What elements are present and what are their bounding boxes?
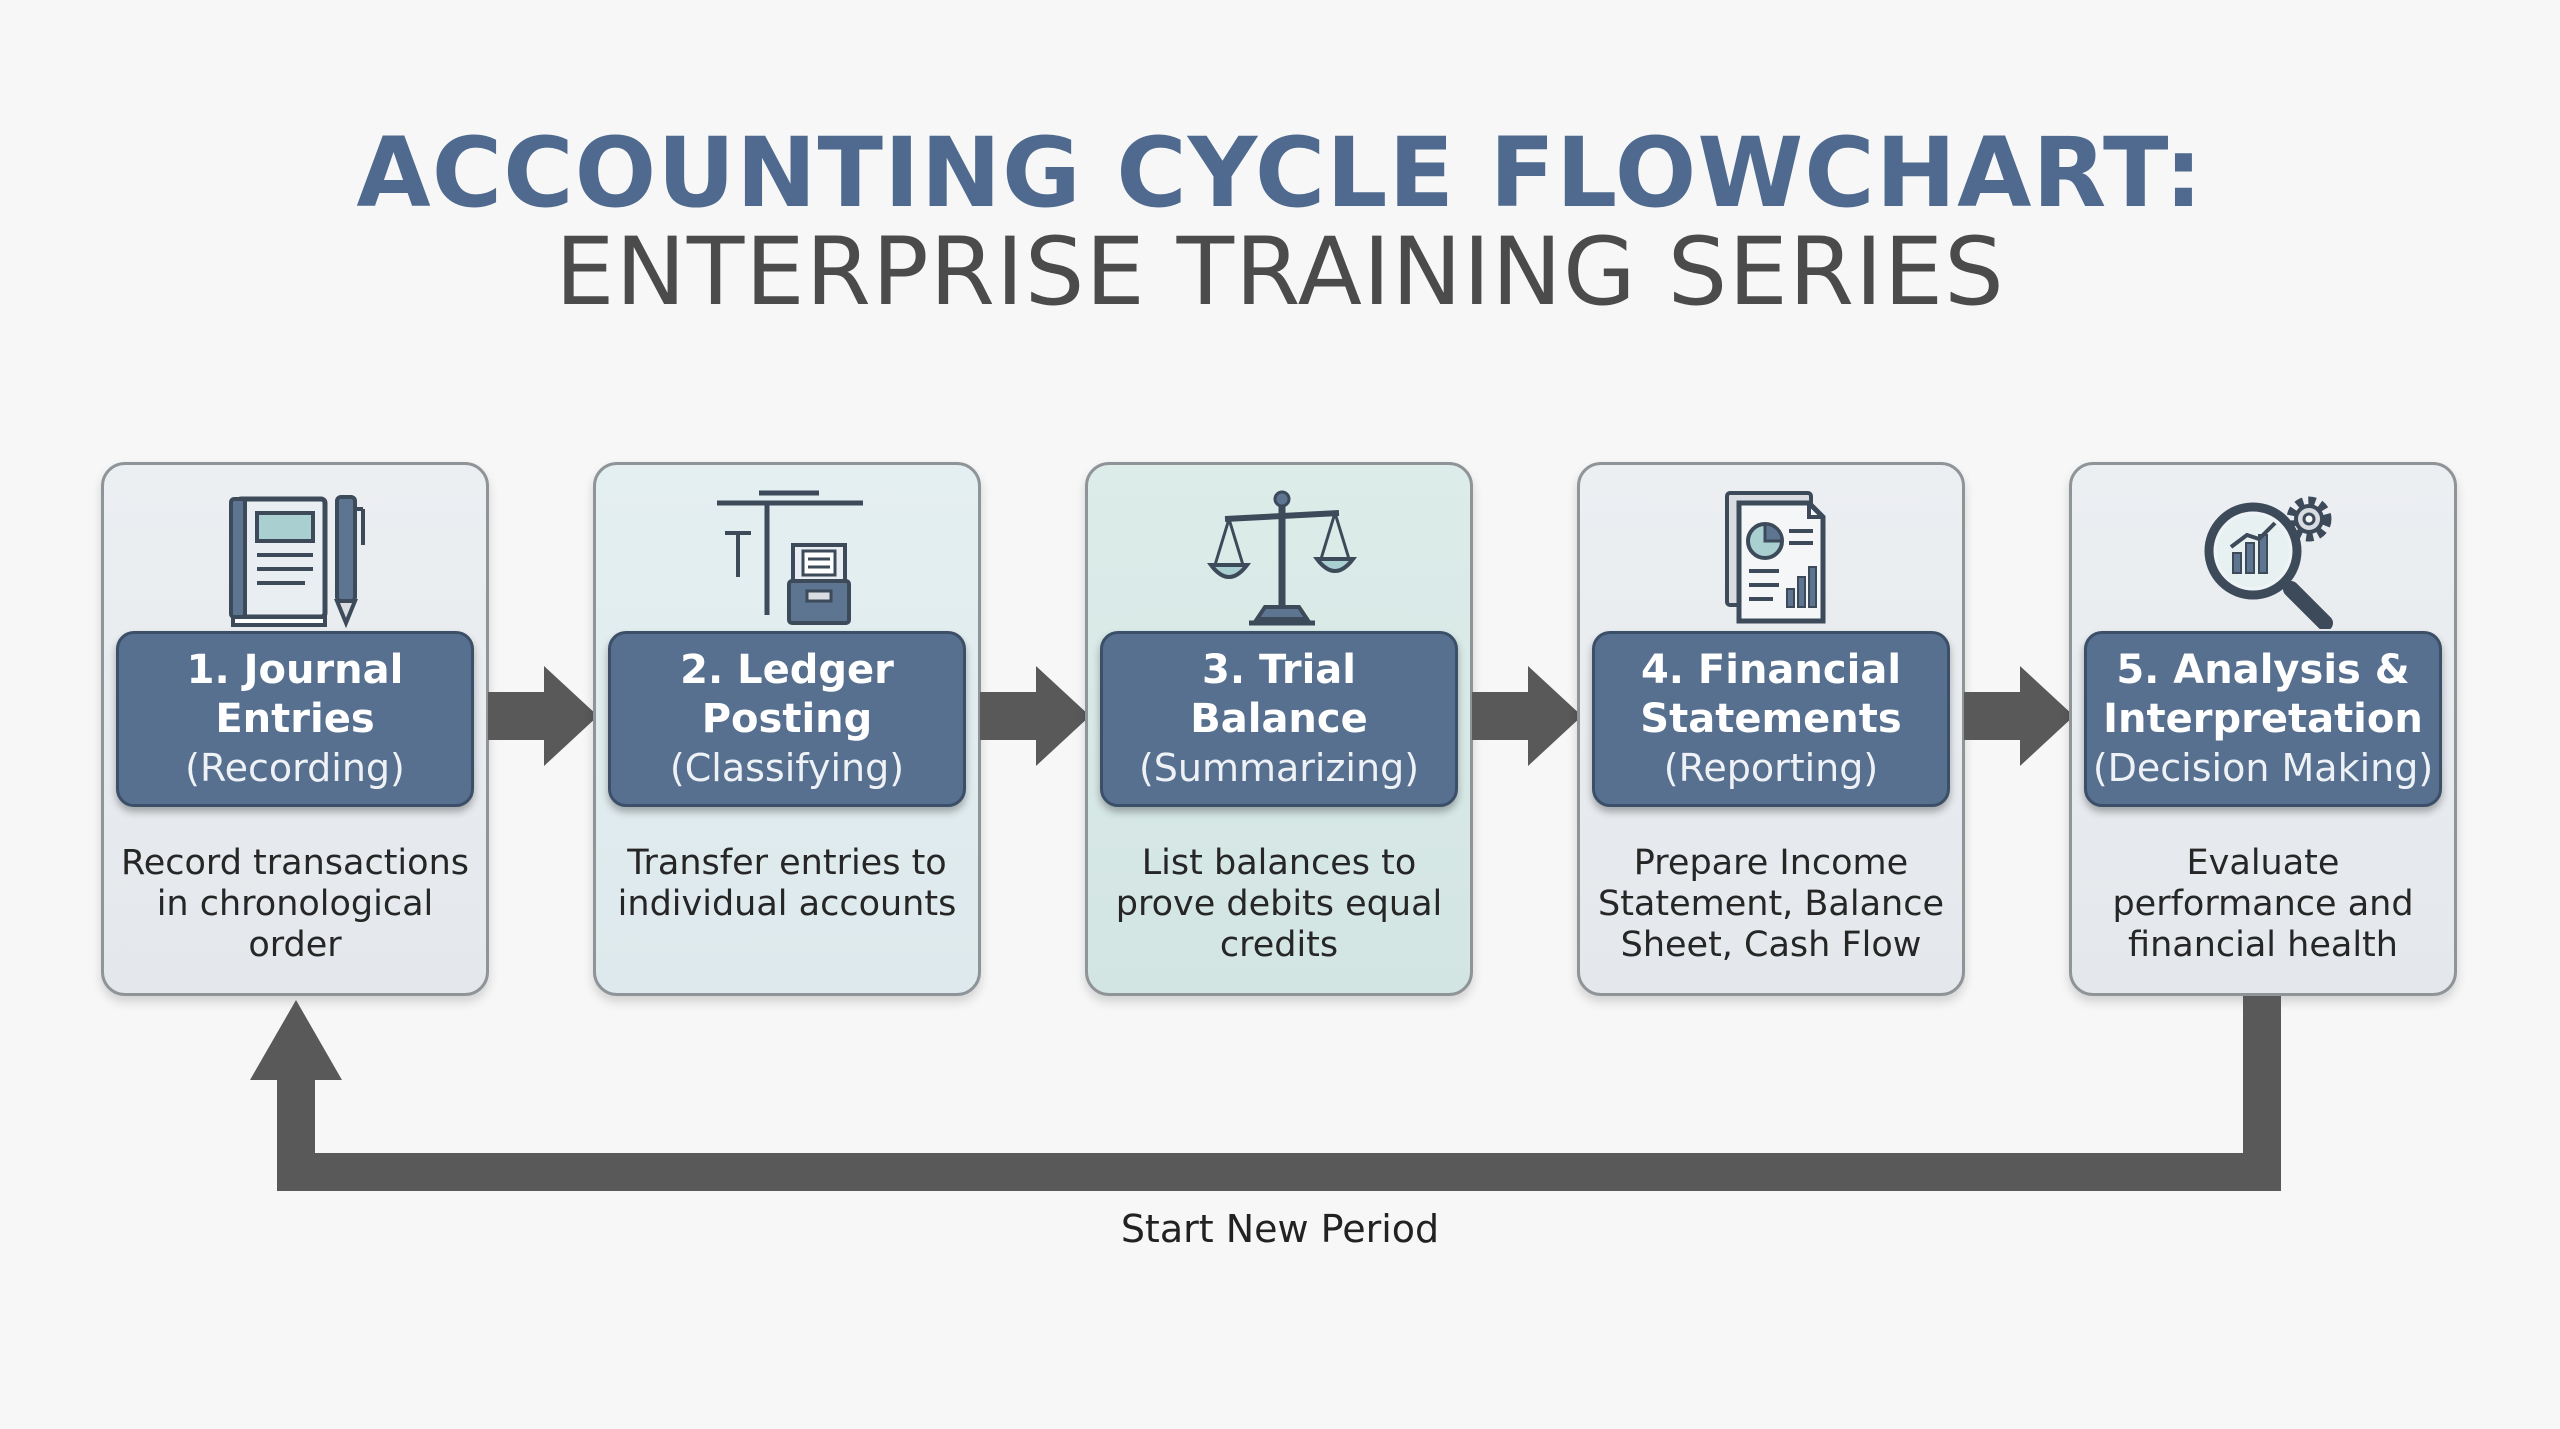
step-card-analysis-interpretation: 5. Analysis & Interpretation (Decision M…	[2069, 462, 2457, 996]
step-box: 1. Journal Entries (Recording)	[116, 631, 474, 807]
magnifier-chart-gear-icon	[2204, 496, 2333, 629]
step-title: 4. Financial Statements	[1640, 646, 1902, 742]
step-subtitle: (Summarizing)	[1138, 745, 1420, 790]
flow-arrow-4-to-5	[1964, 666, 2074, 766]
step-description: Transfer entries to individual accounts	[617, 843, 957, 924]
report-document-chart-icon	[1725, 491, 1826, 624]
diagram-title: ACCOUNTING CYCLE FLOWCHART:	[356, 117, 2204, 229]
flow-arrow-3-to-4	[1472, 666, 1582, 766]
step-title: 5. Analysis & Interpretation	[2103, 646, 2423, 742]
step-box: 2. Ledger Posting (Classifying)	[608, 631, 966, 807]
t-account-file-box-icon	[717, 490, 863, 625]
flow-arrow-2-to-3	[980, 666, 1090, 766]
step-description: Prepare Income Statement, Balance Sheet,…	[1597, 843, 1945, 965]
journal-book-pen-icon	[229, 495, 365, 629]
step-card-trial-balance: 3. Trial Balance (Summarizing) List bala…	[1085, 462, 1473, 996]
step-description: List balances to prove debits equal cred…	[1115, 843, 1443, 965]
step-subtitle: (Reporting)	[1663, 745, 1879, 790]
step-card-ledger-posting: 2. Ledger Posting (Classifying) Transfer…	[593, 462, 981, 996]
step-title: 3. Trial Balance	[1190, 646, 1368, 742]
step-box: 4. Financial Statements (Reporting)	[1592, 631, 1950, 807]
step-subtitle: (Classifying)	[669, 745, 905, 790]
step-title: 2. Ledger Posting	[680, 646, 894, 742]
diagram-subtitle: ENTERPRISE TRAINING SERIES	[555, 218, 2005, 327]
step-box: 3. Trial Balance (Summarizing)	[1100, 631, 1458, 807]
flow-arrow-1-to-2	[488, 666, 598, 766]
step-subtitle: (Recording)	[185, 745, 405, 790]
step-subtitle: (Decision Making)	[2092, 745, 2434, 790]
step-description: Evaluate performance and financial healt…	[2112, 843, 2414, 965]
step-box: 5. Analysis & Interpretation (Decision M…	[2084, 631, 2442, 807]
loop-label: Start New Period	[1120, 1207, 1440, 1251]
balance-scale-icon	[1207, 490, 1357, 626]
step-card-financial-statements: 4. Financial Statements (Reporting) Prep…	[1577, 462, 1965, 996]
step-card-journal-entries: 1. Journal Entries (Recording) Record tr…	[101, 462, 489, 996]
step-title: 1. Journal Entries	[186, 646, 404, 742]
step-description: Record transactions in chronological ord…	[120, 843, 469, 965]
